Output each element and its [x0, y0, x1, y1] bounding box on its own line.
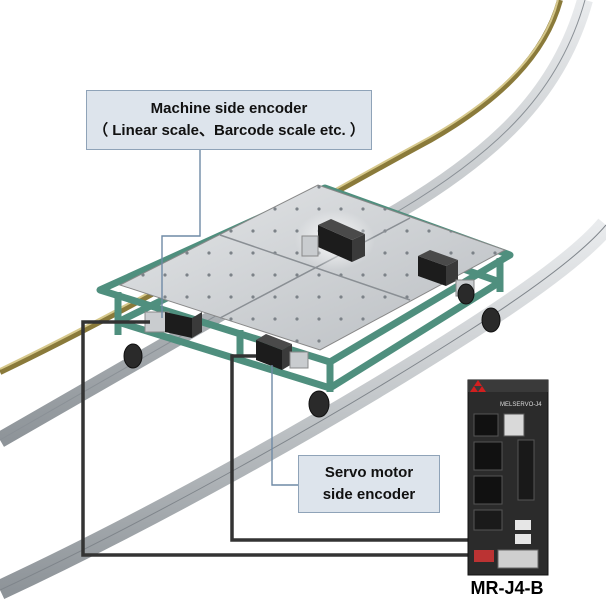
servo-motor-encoder-line2: side encoder	[322, 486, 416, 503]
amplifier-panel-text: MELSERVO-J4	[500, 402, 542, 408]
wheels	[123, 283, 501, 418]
leader-lines	[161, 150, 298, 486]
servo-amplifier: MELSERVO-J4	[467, 379, 549, 576]
amplifier-model-label: MR-J4-B	[470, 578, 544, 598]
machine-side-encoder-title: Machine side encoder	[150, 100, 308, 117]
servo-motor-right	[418, 250, 475, 297]
machine-side-encoder-callout: Machine side encoder （ Linear scale、Barc…	[86, 90, 372, 150]
servo-motor-top	[301, 219, 365, 262]
machine-side-encoder-subtitle: （ Linear scale、Barcode scale etc. ）	[93, 122, 365, 139]
machine-side-encoder	[144, 311, 202, 338]
servo-motor-encoder-line1: Servo motor	[324, 464, 414, 481]
servo-motor-side-encoder	[256, 334, 309, 370]
encoder-cables	[81, 320, 468, 557]
table-plates	[118, 184, 507, 351]
servo-motor-encoder-callout: Servo motor side encoder	[298, 455, 440, 513]
